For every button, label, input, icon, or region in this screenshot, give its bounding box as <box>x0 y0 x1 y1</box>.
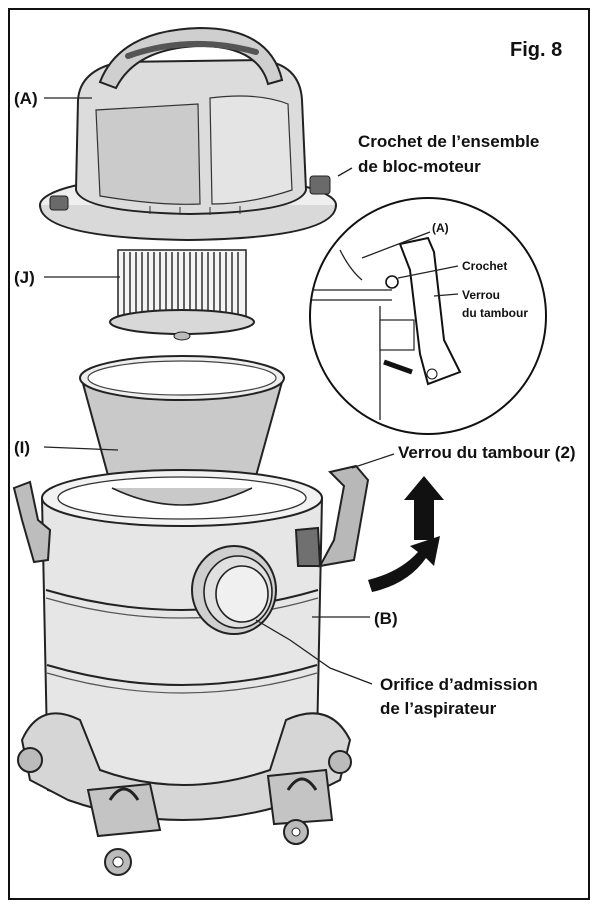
power-head <box>39 26 337 242</box>
motor-hook-label-line2: de bloc-moteur <box>358 157 481 176</box>
inset-hook-label: Crochet <box>462 259 507 273</box>
callout-b: (B) <box>374 609 398 628</box>
inlet-label-line2: de l’aspirateur <box>380 699 497 718</box>
callout-a: (A) <box>14 89 38 108</box>
drum-latch-label: Verrou du tambour (2) <box>398 443 576 462</box>
callout-j: (J) <box>14 268 35 287</box>
latch-direction-arrows <box>368 476 444 592</box>
figure-frame <box>8 8 590 900</box>
figure-label: Fig. 8 <box>510 39 562 61</box>
inset-latch-label-line1: Verrou <box>462 288 500 302</box>
inset-latch-label-line2: du tambour <box>462 306 528 320</box>
dolly-base <box>17 712 352 876</box>
vacuum-inlet <box>191 545 277 635</box>
motor-hook-label-line1: Crochet de l’ensemble <box>358 132 539 151</box>
leader-lines <box>43 97 459 685</box>
cartridge-filter <box>109 249 255 341</box>
callout-i: (I) <box>14 438 30 457</box>
inlet-label-line1: Orifice d’admission <box>380 675 538 694</box>
inset-callout-a: (A) <box>432 221 449 235</box>
